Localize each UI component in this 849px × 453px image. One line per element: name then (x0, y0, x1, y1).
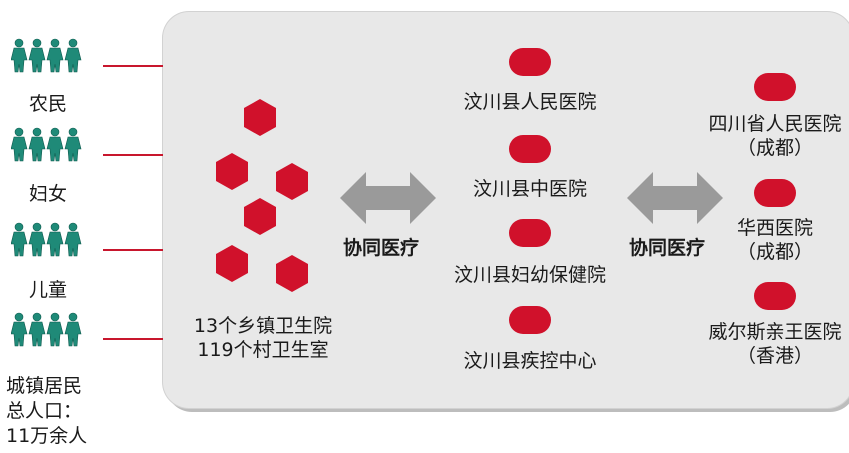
institution-pill-icon (509, 48, 551, 76)
connector-line (103, 249, 163, 251)
double-arrow-icon (627, 172, 723, 224)
population-total-label: 城镇居民 总人口： 11万余人 (6, 375, 88, 447)
county-institution-label: 汶川县疾控中心 (463, 350, 597, 372)
clinic-hexagon (244, 99, 276, 136)
institution-pill-icon (754, 282, 796, 310)
clinic-hexagon (216, 153, 248, 190)
connector-line (103, 65, 163, 67)
clinic-hexagon (276, 163, 308, 200)
partner-hospital-label: 威尔斯亲王医院 （香港） (708, 321, 842, 367)
clinic-hexagon (276, 255, 308, 292)
institution-pill-icon (509, 306, 551, 334)
institution-pill-icon (754, 73, 796, 101)
people-group-icon (11, 312, 82, 347)
institution-pill-icon (754, 179, 796, 207)
care-network-panel (163, 12, 849, 408)
county-institution-label: 汶川县妇幼保健院 (453, 264, 606, 286)
population-label: 农民 (28, 93, 67, 115)
population-label: 妇女 (28, 183, 67, 205)
connector-line (103, 154, 163, 156)
county-institution-label: 汶川县中医院 (472, 178, 587, 200)
partner-hospital-label: 四川省人民医院 （成都） (708, 113, 842, 159)
institution-pill-icon (509, 135, 551, 163)
clinic-hexagon (244, 198, 276, 235)
people-group-icon (11, 38, 82, 73)
collaboration-label: 协同医疗 (629, 237, 706, 259)
clinic-hexagon (216, 245, 248, 282)
people-group-icon (11, 222, 82, 257)
local-clinics-label: 13个乡镇卫生院 119个村卫生室 (193, 315, 333, 361)
partner-hospital-label: 华西医院 （成都） (736, 217, 813, 263)
double-arrow-icon (340, 172, 436, 224)
people-group-icon (11, 127, 82, 162)
clinic-hexagon-cluster (216, 99, 308, 292)
institution-pill-icon (509, 219, 551, 247)
connector-line (103, 338, 163, 340)
county-institution-label: 汶川县人民医院 (463, 91, 597, 113)
collaboration-label: 协同医疗 (343, 237, 420, 259)
population-label: 儿童 (28, 279, 67, 301)
